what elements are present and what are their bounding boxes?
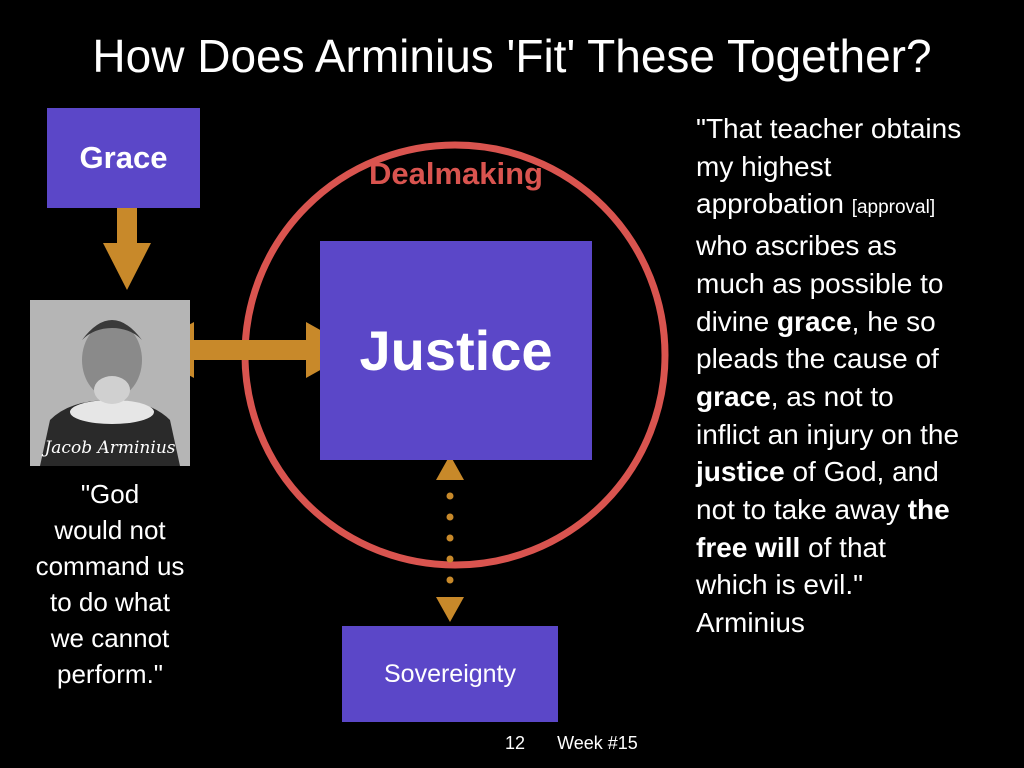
left-quote-line: perform." xyxy=(56,659,164,689)
quote-aside: [approval] xyxy=(851,197,936,219)
quote-text: of God, and xyxy=(784,456,939,488)
portrait-caption: Jacob Arminius xyxy=(44,438,176,458)
quote-emphasis: free will xyxy=(696,531,801,563)
quote-text: of that xyxy=(800,531,886,563)
quote-line: "That teacher obtains xyxy=(696,113,962,144)
slide-title: How Does Arminius 'Fit' These Together? xyxy=(92,30,932,82)
arminius-portrait: Jacob Arminius xyxy=(30,300,190,466)
quote-emphasis: grace xyxy=(696,380,771,412)
right-quote: "That teacher obtains my highest approba… xyxy=(696,110,1014,642)
slide-footer: 12 Week #15 xyxy=(505,733,638,754)
quote-line: divine grace, he so xyxy=(696,303,1014,341)
left-quote-line: would not xyxy=(54,515,166,545)
quote-emphasis: justice xyxy=(696,456,785,488)
quote-text: approbation xyxy=(696,188,852,220)
quote-attribution: Arminius xyxy=(696,607,805,639)
quote-line: not to take away the xyxy=(696,491,1014,529)
quote-line: approbation [approval] xyxy=(696,185,1014,227)
quote-line: pleads the cause of xyxy=(696,343,939,375)
dealmaking-label: Dealmaking xyxy=(368,156,543,191)
grace-box: Grace xyxy=(47,108,200,208)
left-quote-line: to do what xyxy=(50,587,170,617)
quote-line: my highest xyxy=(696,150,832,182)
quote-emphasis: the xyxy=(907,494,950,526)
quote-emphasis: grace xyxy=(776,305,852,337)
week-label: Week #15 xyxy=(557,733,638,753)
quote-line: inflict an injury on the xyxy=(696,418,960,450)
sovereignty-box: Sovereignty xyxy=(342,626,558,722)
left-quote: "God would not command us to do what we … xyxy=(15,476,205,692)
left-quote-line: we cannot xyxy=(50,623,170,653)
justice-box: Justice xyxy=(320,241,592,460)
left-quote-line: "God xyxy=(80,479,140,509)
quote-line: free will of that xyxy=(696,529,1014,567)
quote-line: which is evil." xyxy=(696,569,864,601)
quote-line: grace, as not to xyxy=(696,378,1014,416)
quote-text: , he so xyxy=(851,305,936,337)
left-quote-line: command us xyxy=(35,551,185,581)
justice-sovereignty-dotted-arrow xyxy=(436,455,464,622)
quote-line: who ascribes as xyxy=(696,230,897,262)
page-number: 12 xyxy=(505,733,526,753)
quote-text: divine xyxy=(696,305,777,337)
quote-line: justice of God, and xyxy=(696,453,1014,491)
quote-line: much as possible to xyxy=(696,267,944,299)
portrait-illustration xyxy=(30,300,190,466)
grace-down-arrow xyxy=(103,207,151,290)
quote-text: not to take away xyxy=(696,494,908,526)
quote-text: , as not to xyxy=(770,380,894,412)
